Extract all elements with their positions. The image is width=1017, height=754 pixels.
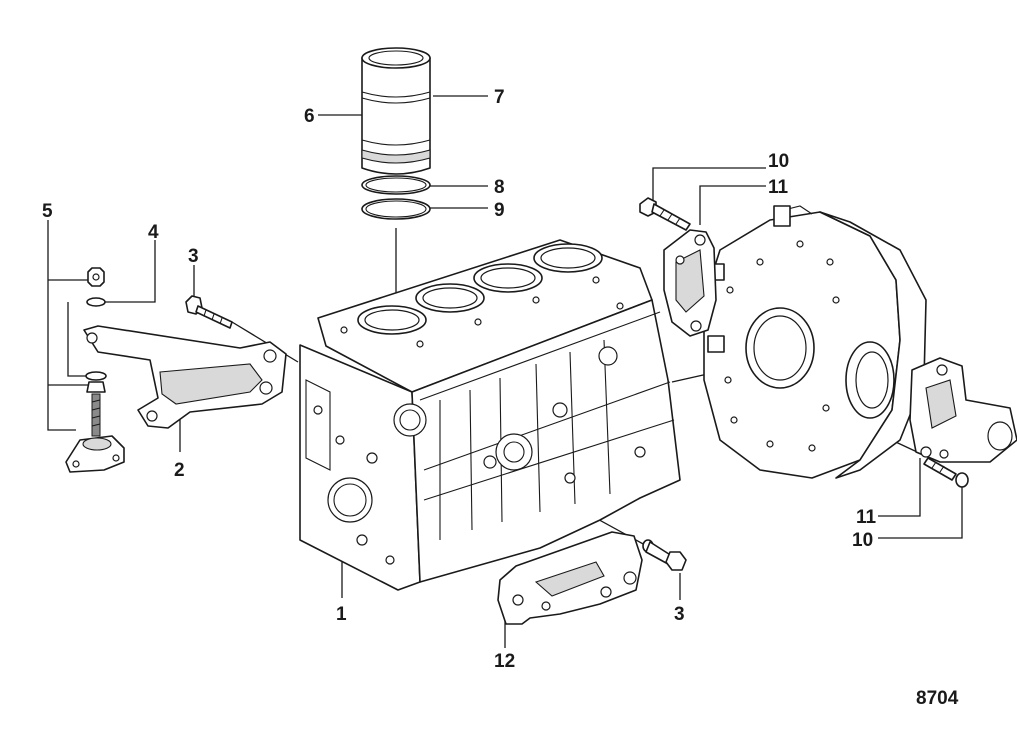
- flywheel-bracket-bottom: [909, 357, 1017, 463]
- flywheel-bolt-bottom: [923, 457, 969, 488]
- callout-11-top: 11: [768, 177, 789, 198]
- flywheel-housing: [703, 205, 927, 479]
- rear-bracket: [497, 531, 643, 625]
- callout-5: 5: [42, 201, 53, 222]
- callout-12: 12: [494, 651, 515, 672]
- callout-4: 4: [148, 222, 159, 243]
- callout-1: 1: [336, 604, 347, 625]
- callout-10-top: 10: [768, 151, 789, 172]
- callout-3-left: 3: [188, 246, 199, 267]
- callout-3-right: 3: [674, 604, 685, 625]
- bolt-left: [185, 295, 233, 329]
- callout-labels: 1 2 3 3 4 5 6 7 8 9 10 11 11 10 12: [42, 87, 877, 672]
- bolt-right: [642, 539, 687, 571]
- callout-10-bottom: 10: [852, 530, 873, 551]
- flywheel-bracket-top: [663, 229, 717, 337]
- flywheel-bolt-top: [639, 197, 691, 231]
- seal-ring-upper: [361, 175, 431, 195]
- figure-number: 8704: [916, 688, 959, 709]
- left-engine-bracket: [83, 325, 287, 429]
- callout-6: 6: [304, 106, 315, 127]
- callout-8: 8: [494, 177, 505, 198]
- callout-7: 7: [494, 87, 505, 108]
- callout-11-bottom: 11: [856, 507, 877, 528]
- seal-ring-lower: [361, 198, 431, 220]
- cylinder-liner: [361, 47, 431, 175]
- callout-9: 9: [494, 200, 505, 221]
- callout-2: 2: [174, 460, 185, 481]
- engine-mount-assembly: [65, 267, 125, 473]
- engine-block: [299, 239, 681, 591]
